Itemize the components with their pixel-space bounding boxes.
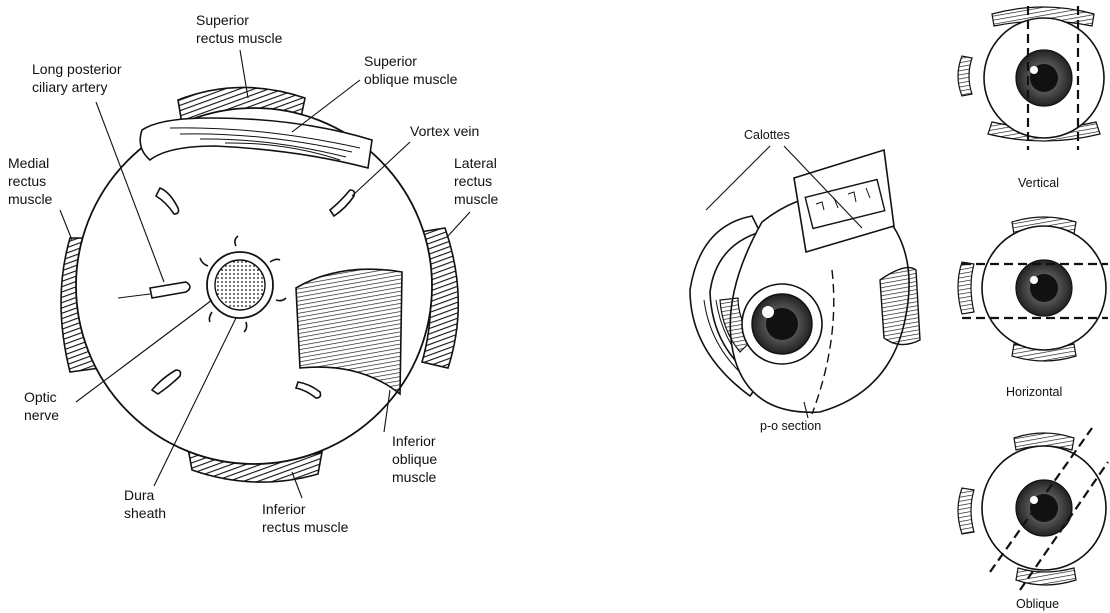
label-oblique: Oblique (1016, 597, 1059, 611)
label-vortex-vein: Vortex vein (410, 123, 479, 139)
eye-horizontal: Horizontal (958, 217, 1108, 399)
label-vertical: Vertical (1018, 176, 1059, 190)
eye-oblique: Oblique (958, 428, 1108, 611)
muscle-stub-right (880, 268, 920, 345)
eye-vertical: Vertical (958, 6, 1104, 190)
label-po-section: p-o section (760, 419, 821, 433)
section-orientations: Vertical Horizontal Oblique (958, 6, 1108, 611)
label-horizontal: Horizontal (1006, 385, 1062, 399)
calotte-cutting-figure: Calottes p-o section (690, 128, 920, 433)
label-calottes: Calottes (744, 128, 790, 142)
